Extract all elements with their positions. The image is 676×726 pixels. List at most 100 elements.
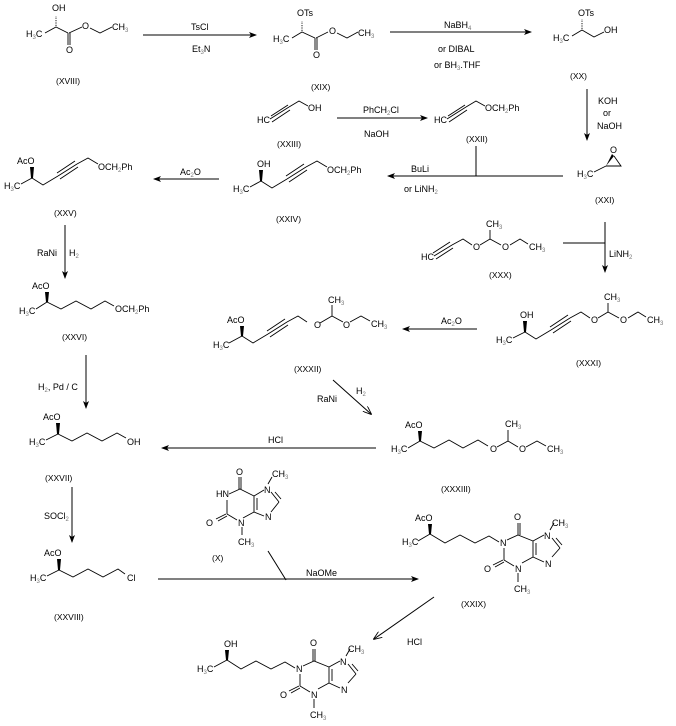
reagent-raney-nickel: RaNi bbox=[37, 248, 57, 258]
acetal-methyl: CH3 bbox=[486, 219, 503, 231]
compound-XXII: HC OCH2Ph (XXII) bbox=[434, 100, 519, 144]
ester-oxygen: O bbox=[329, 26, 336, 36]
alkyne-ch: HC bbox=[421, 252, 434, 262]
carbonyl-oxygen: O bbox=[280, 690, 287, 700]
n9-nitrogen: N bbox=[545, 559, 552, 569]
compound-XX: OTs H3C OH (XX) bbox=[553, 8, 618, 81]
reaction-arrow-hydrolysis: HCl bbox=[374, 596, 435, 647]
acetal-methyl: CH3 bbox=[505, 419, 522, 431]
compound-XXX: HC O CH3 O CH3 (XXX) bbox=[421, 219, 546, 280]
reagent-naoh: NaOH bbox=[364, 129, 389, 139]
imide-nh: HN bbox=[216, 489, 229, 499]
compound-XXVII: AcO H3C OH (XXVII) bbox=[29, 412, 141, 483]
reagent-hydrogen: H2 bbox=[69, 248, 80, 260]
methyl-group: H3C bbox=[4, 181, 21, 193]
n7-methyl: CH3 bbox=[348, 644, 365, 656]
reaction-arrow-benzylation: PhCH2Cl NaOH bbox=[337, 105, 428, 139]
ethyl-methyl: CH3 bbox=[547, 444, 564, 456]
ether-oxygen: O bbox=[490, 444, 497, 454]
reaction-arrow-tscl: TsCl Et3N bbox=[143, 22, 257, 56]
reaction-arrow-hydrogenolysis: H2, Pd / C bbox=[38, 355, 89, 409]
compound-label: (XIX) bbox=[311, 82, 331, 92]
ether-oxygen: O bbox=[473, 242, 480, 252]
reagent-linh2: LiNH2 bbox=[609, 249, 633, 261]
reagent-socl2: SOCl2 bbox=[44, 511, 70, 523]
compound-XXVIII: AcO H3C Cl (XXVIII) bbox=[30, 548, 136, 622]
hydroxyl-group: OH bbox=[224, 639, 238, 649]
acetoxy-group: AcO bbox=[227, 315, 245, 325]
compound-label: (XXXIII) bbox=[441, 484, 471, 494]
reagent-hcl: HCl bbox=[268, 435, 283, 445]
carbonyl-oxygen: O bbox=[66, 45, 73, 55]
n3-methyl: CH3 bbox=[310, 710, 327, 722]
alkyne-ch: HC bbox=[434, 115, 447, 125]
epoxide-oxygen: O bbox=[610, 145, 617, 155]
ethyl-methyl: CH3 bbox=[358, 28, 375, 40]
methyl-group: H3C bbox=[29, 437, 46, 449]
hydroxyl-group: OH bbox=[604, 25, 618, 35]
methyl-group: H3C bbox=[233, 184, 250, 196]
reaction-arrow-acetylation-2: Ac2O bbox=[402, 316, 477, 332]
ester-oxygen: O bbox=[82, 21, 89, 31]
reaction-arrow-alkylation: BuLi or LiNH2 bbox=[387, 146, 563, 196]
n9-nitrogen: N bbox=[265, 512, 272, 522]
alkyne-ch: HC bbox=[257, 115, 270, 125]
compound-label: (XVIII) bbox=[56, 76, 80, 86]
carbonyl-oxygen: O bbox=[484, 564, 491, 574]
compound-XXI: O H3C (XXI) bbox=[577, 145, 622, 205]
compound-label: (XXIII) bbox=[277, 139, 301, 149]
compound-label: (XXX) bbox=[489, 270, 512, 280]
reagent-raney-nickel: RaNi bbox=[317, 394, 337, 404]
carbonyl-oxygen: O bbox=[206, 518, 213, 528]
reagent-benzyl-chloride: PhCH2Cl bbox=[363, 105, 399, 117]
hydroxyl-group: OH bbox=[308, 103, 322, 113]
n9-nitrogen: N bbox=[341, 685, 348, 695]
ether-oxygen: O bbox=[620, 315, 627, 325]
reagent-ac2o: Ac2O bbox=[441, 316, 462, 328]
reaction-arrow-coupling: LiNH2 bbox=[563, 222, 633, 273]
acetoxy-group: AcO bbox=[43, 412, 61, 422]
reaction-arrow-chlorination: SOCl2 bbox=[44, 487, 75, 543]
reagent-koh: KOH bbox=[598, 96, 618, 106]
reagent-linh2: or LiNH2 bbox=[404, 184, 439, 196]
n3-nitrogen: N bbox=[238, 518, 245, 528]
reagent-hcl: HCl bbox=[407, 637, 422, 647]
n3-methyl: CH3 bbox=[238, 537, 255, 549]
n7-methyl: CH3 bbox=[552, 518, 569, 530]
carbonyl-oxygen: O bbox=[313, 50, 320, 60]
acetoxy-group: AcO bbox=[415, 513, 433, 523]
benzyloxy-group: OCH2Ph bbox=[115, 304, 149, 316]
reaction-arrow-acetylation: Ac2O bbox=[153, 167, 219, 182]
n3-nitrogen: N bbox=[311, 690, 318, 700]
reaction-arrow-hydrogenation-1: RaNi H2 bbox=[37, 225, 80, 279]
n3-methyl: CH3 bbox=[514, 584, 531, 596]
methyl-group: H3C bbox=[391, 444, 408, 456]
reagent-h2-pd-c: H2, Pd / C bbox=[38, 382, 78, 394]
compound-label: (XXV) bbox=[54, 208, 77, 218]
methyl-group: H3C bbox=[19, 306, 36, 318]
n7-nitrogen: N bbox=[544, 531, 551, 541]
ether-oxygen: O bbox=[591, 315, 598, 325]
compound-XXV: AcO H3C OCH2Ph (XXV) bbox=[4, 156, 132, 218]
compound-product: OH H3C N O N CH3 N N O CH3 bbox=[197, 638, 365, 722]
n1-nitrogen: N bbox=[500, 538, 507, 548]
reagent-buli: BuLi bbox=[411, 164, 429, 174]
carbonyl-oxygen: O bbox=[514, 512, 521, 522]
methyl-group: H3C bbox=[402, 537, 419, 549]
reagent-hydrogen: H2 bbox=[356, 386, 367, 398]
reagent-naome: NaOMe bbox=[306, 568, 337, 578]
compound-XXIII: HC OH (XXIII) bbox=[257, 100, 322, 149]
compound-XXXI: OH H3C O CH3 O CH3 (XXXI) bbox=[496, 292, 664, 368]
acetal-methyl: CH3 bbox=[604, 292, 621, 304]
compound-label: (XXII) bbox=[466, 134, 488, 144]
compound-XXVI: AcO H3C OCH2Ph (XXVI) bbox=[19, 281, 149, 342]
n1-nitrogen: N bbox=[296, 664, 303, 674]
acetoxy-group: AcO bbox=[32, 281, 50, 291]
benzyloxy-group: OCH2Ph bbox=[485, 103, 519, 115]
compound-label: (XXVII) bbox=[45, 473, 73, 483]
hydroxyl-group: OH bbox=[127, 437, 141, 447]
hydroxyl-group: OH bbox=[52, 3, 66, 13]
compound-XXIX: AcO H3C N O N CH3 N N O CH3 (XXIX) bbox=[402, 512, 569, 609]
methyl-group: H3C bbox=[577, 169, 594, 181]
